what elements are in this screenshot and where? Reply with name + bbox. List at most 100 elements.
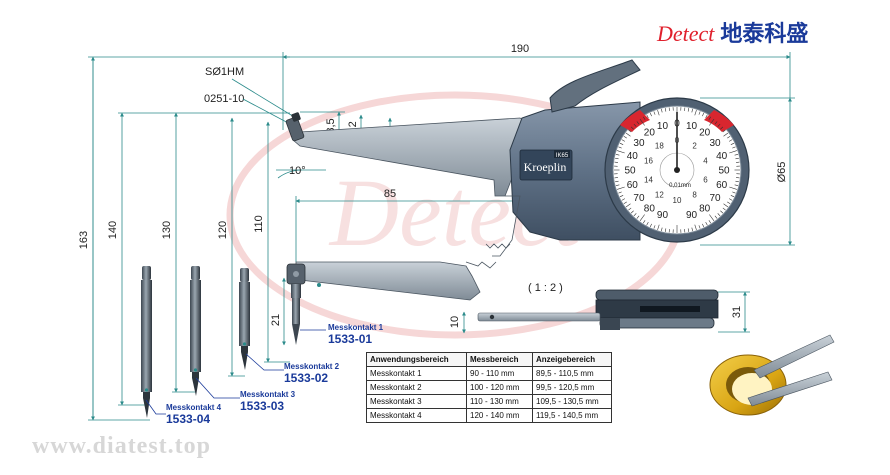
dial-tick: [687, 228, 690, 232]
contact-2-label: Messkontakt 2: [284, 362, 340, 371]
contact-1-part: 1533-01: [328, 332, 372, 346]
dial-inner-label: 0: [675, 136, 680, 145]
dial-tick: [633, 123, 637, 127]
contact-4-label: Messkontakt 4: [166, 403, 222, 412]
table-cell: 100 - 120 mm: [466, 380, 533, 395]
table-row: Messkontakt 3 110 - 130 mm 109,5 - 130,5…: [366, 394, 612, 409]
dial-inner-label: 16: [644, 157, 653, 166]
dial-tick: [646, 114, 649, 119]
header-display-range: Anzeigebereich: [532, 352, 612, 367]
table-cell: 89,5 - 110,5 mm: [532, 366, 612, 381]
dial-outer-label: 50: [624, 166, 636, 177]
dial-tick: [708, 220, 712, 224]
dial-tick: [717, 123, 721, 127]
callout-part-0251: 0251-10: [204, 93, 244, 105]
dial-outer-label: 20: [644, 127, 656, 138]
dial-tick: [646, 221, 649, 226]
dial-tick: [734, 184, 739, 186]
dial-outer-label: 10: [686, 121, 698, 132]
gauge-body: [509, 59, 641, 241]
measuring-range-table: Anwendungsbereich Messbereich Anzeigeber…: [366, 352, 612, 423]
table-cell: Messkontakt 4: [366, 408, 467, 423]
dim-overall-length: 190: [511, 43, 529, 55]
dial-outer-label: 50: [718, 166, 730, 177]
dial-outer-label: 60: [716, 180, 728, 191]
dial-tick: [727, 201, 731, 205]
contact-leaders: [145, 353, 284, 415]
table-row: Messkontakt 1 90 - 110 mm 89,5 - 110,5 m…: [366, 366, 612, 381]
dial-outer-label: 70: [633, 193, 645, 204]
dial-tick: [728, 139, 733, 142]
dial-inner-label: 18: [655, 142, 664, 151]
dial-tick: [618, 191, 622, 194]
dial-tick: [694, 224, 697, 231]
dial-tick: [639, 118, 645, 126]
dial-tick: [619, 195, 624, 198]
table-header-row: Anwendungsbereich Messbereich Anzeigeber…: [366, 352, 612, 367]
dial-tick: [653, 111, 656, 115]
dial-outer-label: 80: [699, 204, 711, 215]
dial-tick: [615, 154, 620, 156]
setting-ring-illustration: [709, 334, 835, 416]
dial-tick: [698, 111, 701, 115]
dim-height-163: 163: [78, 231, 90, 249]
dial-tick: [628, 129, 632, 133]
dial-tick: [615, 180, 619, 183]
dial-tick: [729, 186, 738, 190]
dial-outer-label: 30: [709, 138, 721, 149]
dial-tick: [664, 228, 667, 232]
dial-tick: [709, 214, 715, 222]
dial-tick: [625, 203, 631, 208]
dial-tick: [639, 214, 645, 222]
dial-tick: [732, 191, 736, 194]
contact-rod-3: [190, 266, 201, 396]
dial-tick: [722, 207, 726, 211]
table-cell: 99,5 - 120,5 mm: [532, 380, 612, 395]
dial-tick: [691, 227, 693, 232]
dial-tick: [657, 224, 660, 231]
dial-tick: [618, 146, 622, 149]
table-cell: Messkontakt 2: [366, 380, 467, 395]
dial-tick: [628, 207, 632, 211]
dial-inner-label: 8: [692, 190, 697, 199]
contact-4-part: 1533-04: [166, 412, 210, 426]
dial-tick: [702, 112, 705, 117]
dial-tick: [664, 108, 667, 112]
dimension-lines: [88, 52, 795, 421]
dial-tick: [717, 213, 721, 217]
dial-tick: [735, 157, 739, 160]
header-application-range: Anwendungsbereich: [366, 352, 467, 367]
table-cell: 109,5 - 130,5 mm: [532, 394, 612, 409]
dial-tick: [720, 210, 724, 214]
dial-tick: [653, 225, 656, 229]
dim-gauge-width: 31: [731, 306, 743, 318]
table-cell: Messkontakt 3: [366, 394, 467, 409]
dial-inner-label: 14: [644, 175, 653, 184]
dial-tick: [722, 129, 726, 133]
upper-arm: [285, 112, 529, 197]
table-row: Messkontakt 2 100 - 120 mm 99,5 - 120,5 …: [366, 380, 612, 395]
contact-2-part: 1533-02: [284, 371, 328, 385]
dial-tick: [730, 195, 735, 198]
dial-tick: [649, 112, 652, 117]
dial: [604, 97, 750, 243]
dim-height-110: 110: [253, 215, 265, 233]
dial-outer-label: 40: [627, 151, 639, 162]
dim-height-120: 120: [217, 221, 229, 239]
tolerance-marker-left: [620, 110, 650, 132]
tolerance-marker-right: [704, 110, 734, 132]
dial-inner-label: 12: [655, 190, 664, 199]
dial-inner-label: 6: [703, 175, 708, 184]
contact-3-label: Messkontakt 3: [240, 390, 296, 399]
dial-outer-label: 90: [686, 210, 698, 221]
dial-tick: [702, 223, 705, 228]
dial-outer-label: 40: [716, 151, 728, 162]
dial-tick: [661, 108, 663, 113]
brand-latin: Detect: [657, 21, 715, 46]
dial-tick: [723, 203, 729, 208]
dim-reach-85: 85: [384, 188, 396, 200]
dial-tick: [615, 157, 619, 160]
dial-tick: [709, 118, 715, 126]
